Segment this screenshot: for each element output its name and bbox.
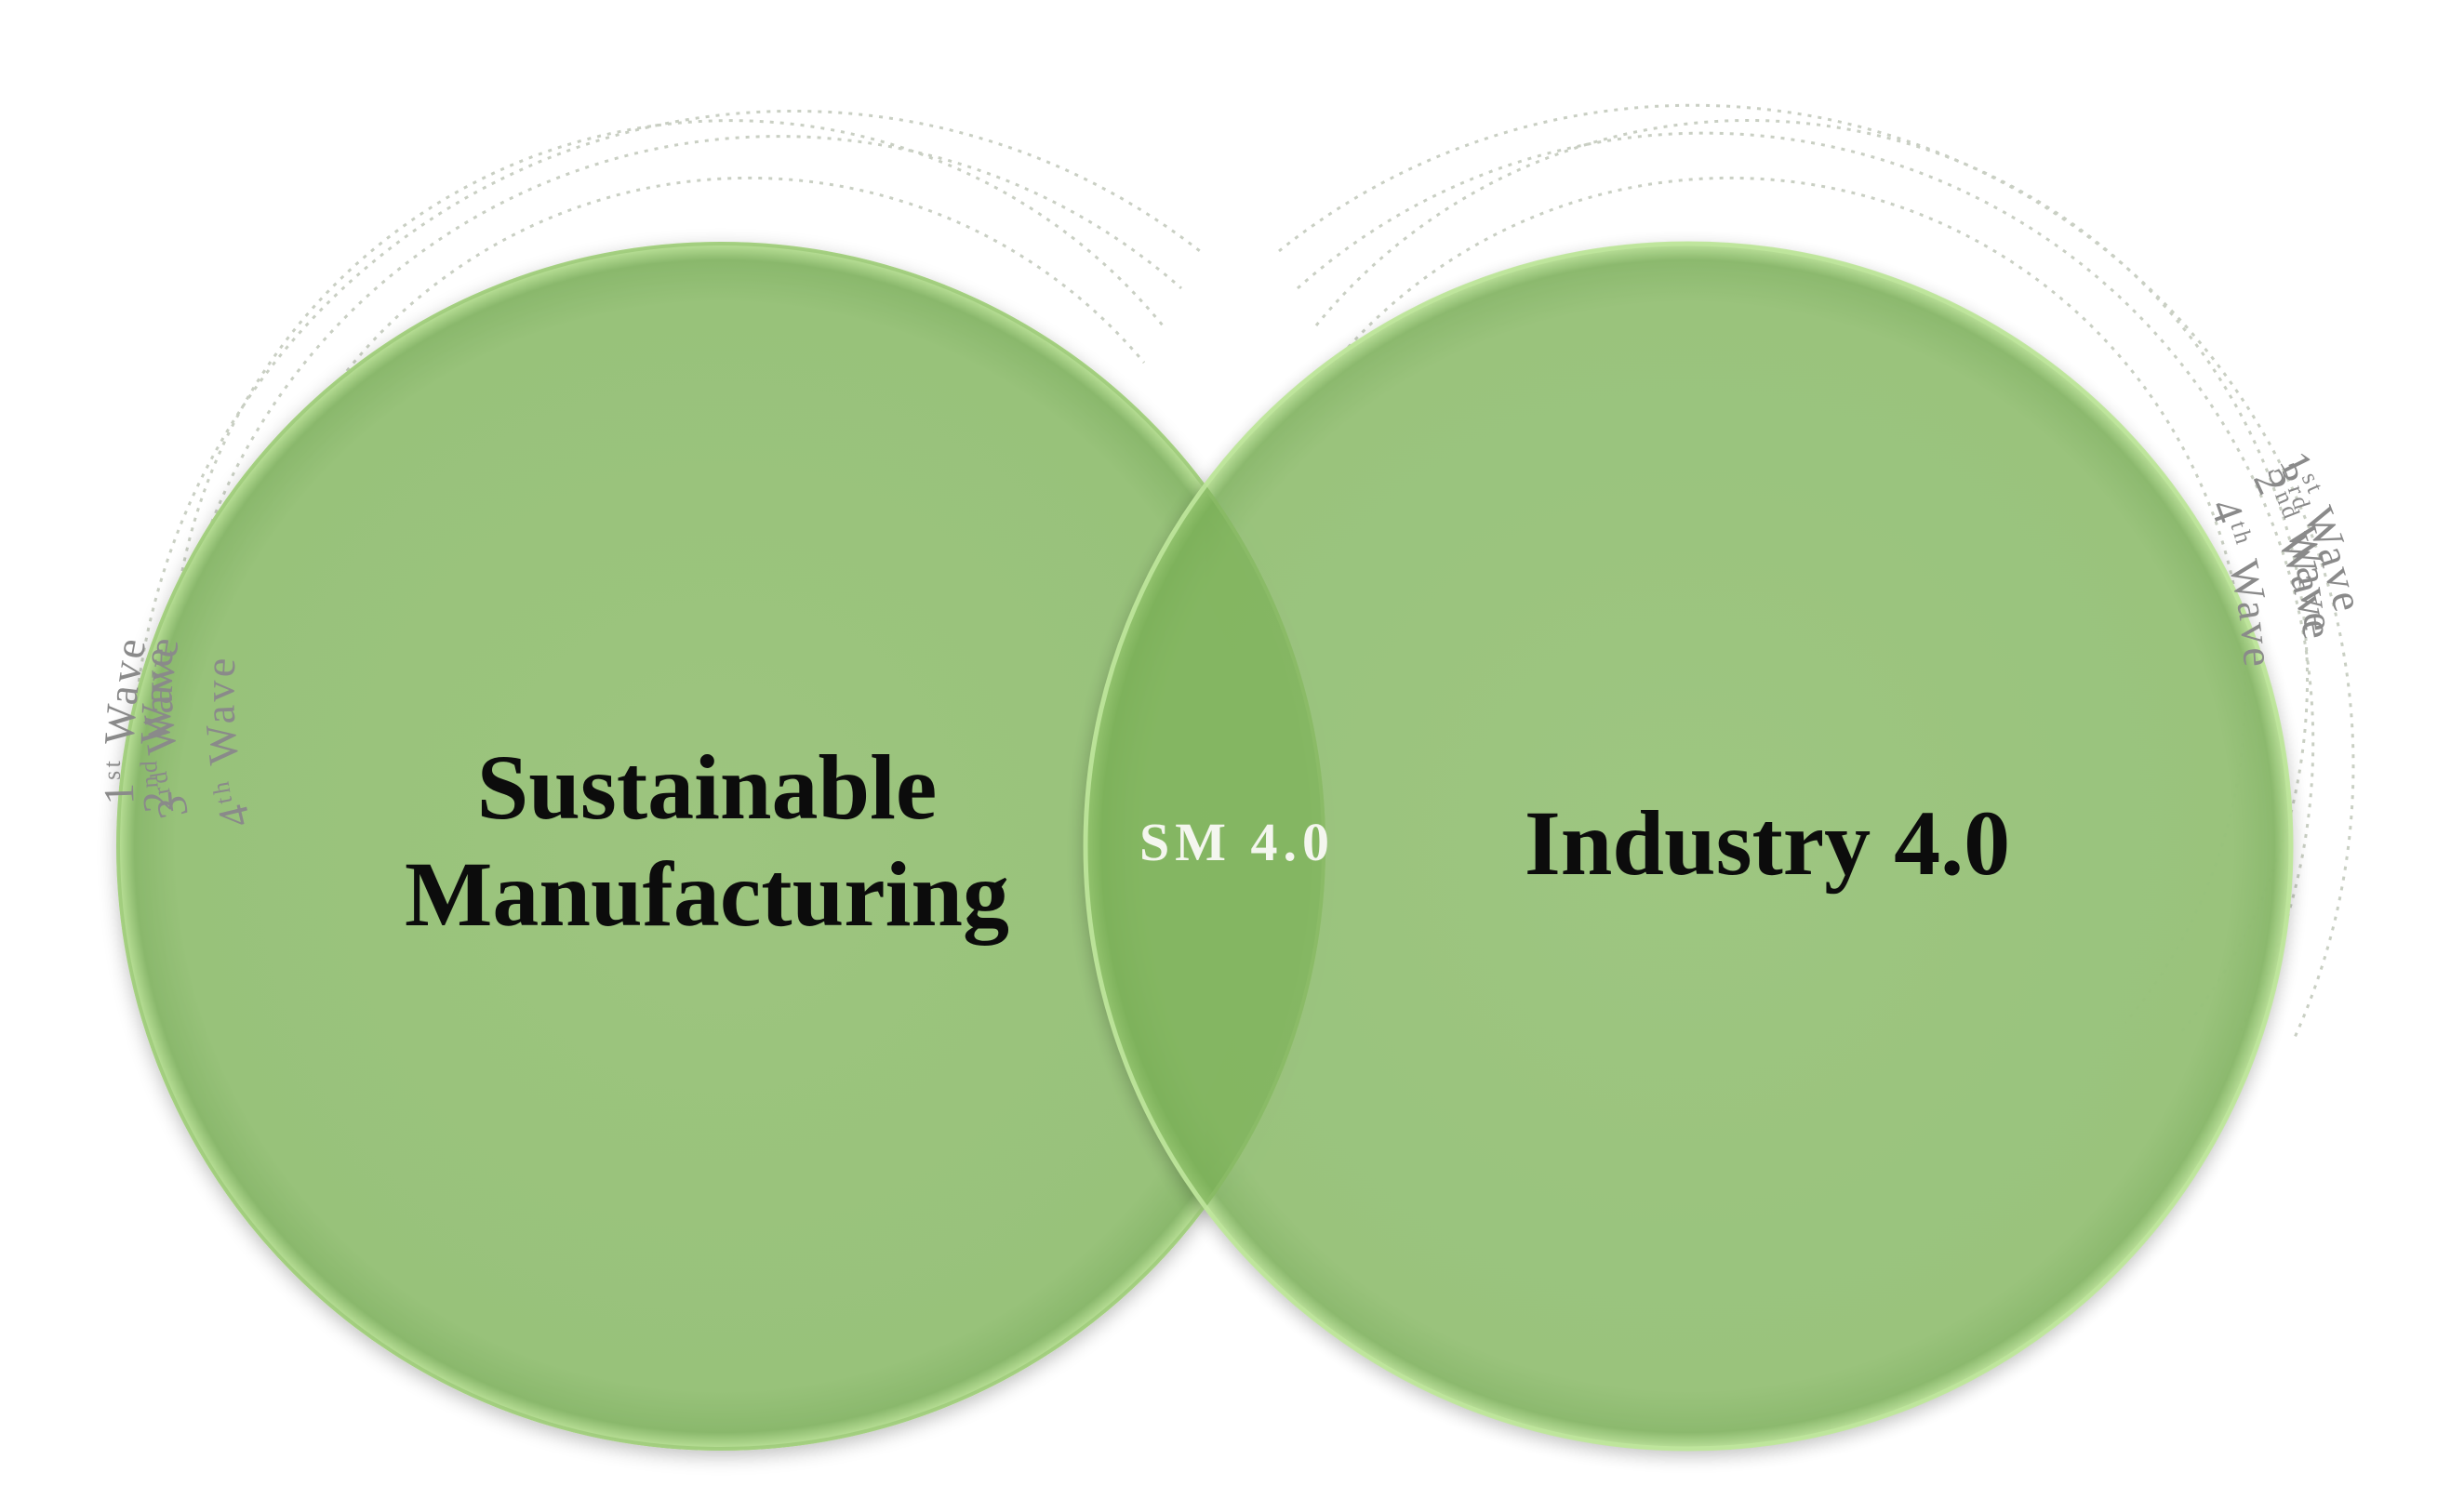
right-circle-title: Industry 4.0 xyxy=(1525,791,2010,895)
left-circle-title-line2: Manufacturing xyxy=(405,842,1009,946)
left-wave-4-suffix: th xyxy=(206,777,237,807)
left-wave-4-label: Wave xyxy=(195,654,247,766)
left-wave-1-number: 1 xyxy=(95,780,143,806)
left-wave-1-suffix: st xyxy=(99,758,126,780)
left-circle xyxy=(116,242,1325,1451)
svg-text:1st Wave: 1st Wave xyxy=(95,632,155,806)
left-wave-2-label: Wave xyxy=(131,631,188,745)
left-wave-labels: 1st Wave 2nd Wave 3rd Wave 4th Wave xyxy=(95,631,260,832)
right-circle-edge xyxy=(1083,241,2294,1452)
right-circle xyxy=(1084,242,2293,1451)
left-circle-title-line1: Sustainable xyxy=(477,736,938,839)
left-wave-3-suffix: rd xyxy=(144,767,176,798)
svg-text:4th Wave: 4th Wave xyxy=(195,654,260,832)
left-circle-edge xyxy=(116,242,1325,1451)
svg-text:3rd Wave: 3rd Wave xyxy=(134,644,198,823)
left-wave-3-label: Wave xyxy=(134,644,186,757)
overlap-label: SM 4.0 xyxy=(1139,812,1335,872)
left-wave-2-number: 2 xyxy=(133,787,182,815)
